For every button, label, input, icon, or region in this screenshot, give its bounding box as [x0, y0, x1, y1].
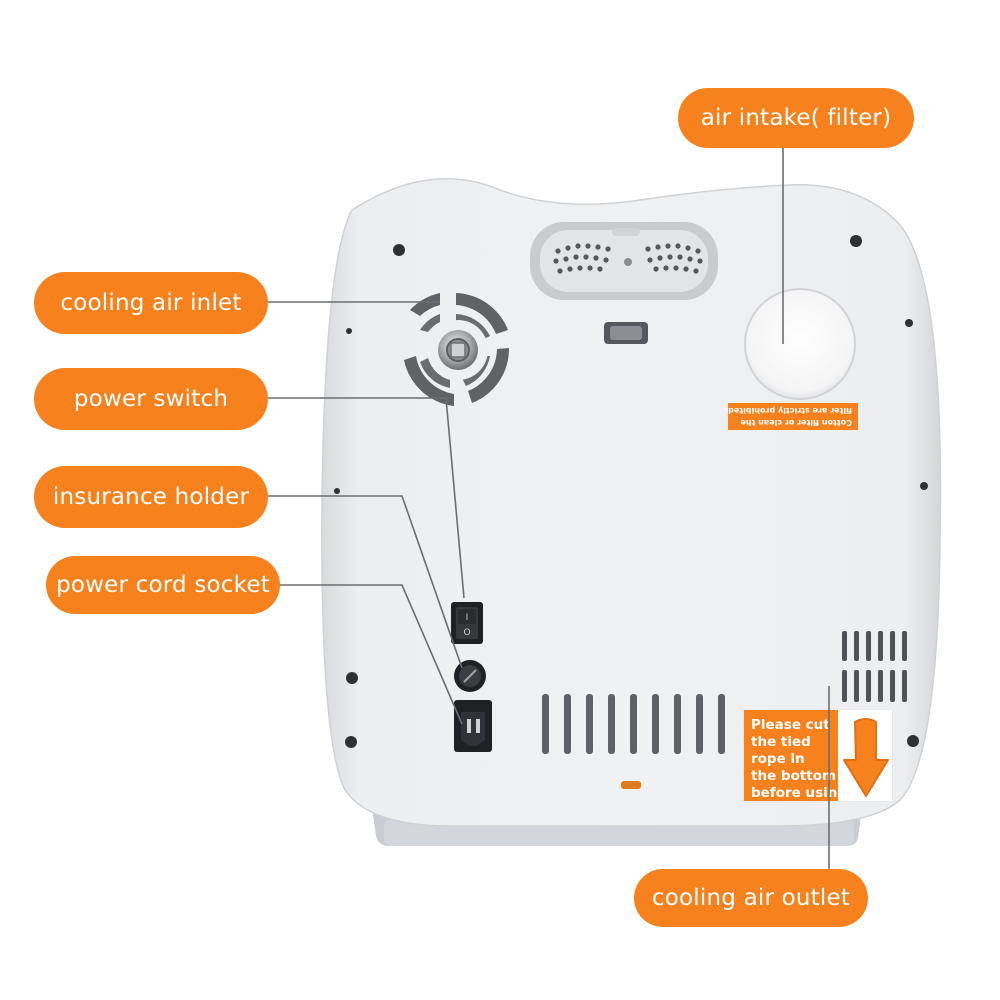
- sticker-line3: rope in: [751, 751, 805, 767]
- air-intake-filter-cap: [744, 288, 856, 400]
- power-switch: I O: [451, 602, 483, 644]
- switch-off-mark: O: [463, 628, 470, 638]
- leader-insurance-holder: [268, 495, 463, 669]
- cooling-air-outlet-vents: [842, 631, 907, 702]
- sticker-line2: the tied: [751, 734, 811, 750]
- leader-power-cord-socket: [280, 584, 463, 725]
- sticker-line5: before using: [751, 785, 847, 801]
- cooling-air-inlet-grille: [404, 293, 510, 406]
- fuse-holder: [454, 660, 486, 692]
- callout-cooling-air-outlet: cooling air outlet: [634, 869, 868, 927]
- filter-label-line1: Cotton filter or clean the: [740, 418, 852, 427]
- bottom-vents: [542, 694, 725, 754]
- filter-label-line2: filter are strictly prohibited.: [725, 406, 852, 415]
- leader-lines: [268, 148, 830, 869]
- filter-warning-label: Cotton filter or clean the filter are st…: [725, 403, 858, 430]
- sticker-line1: Please cut: [751, 717, 830, 733]
- power-cord-socket: [454, 700, 492, 752]
- leader-power-switch: [268, 397, 465, 599]
- callout-insurance-holder: insurance holder: [34, 466, 268, 528]
- callout-cooling-air-inlet: cooling air inlet: [34, 272, 268, 334]
- callout-power-switch: power switch: [34, 368, 268, 430]
- screw-holes: [334, 235, 928, 748]
- sticker-line4: the bottom: [751, 768, 836, 784]
- top-handle-vent: [530, 222, 718, 300]
- down-arrow-icon: [843, 718, 889, 797]
- bottom-orange-tab: [621, 781, 641, 789]
- callout-power-cord-socket: power cord socket: [46, 556, 280, 614]
- warning-sticker: Please cut the tied rope in the bottom b…: [743, 709, 893, 802]
- switch-on-mark: I: [466, 613, 469, 623]
- callout-air-intake: air intake( filter): [678, 88, 914, 148]
